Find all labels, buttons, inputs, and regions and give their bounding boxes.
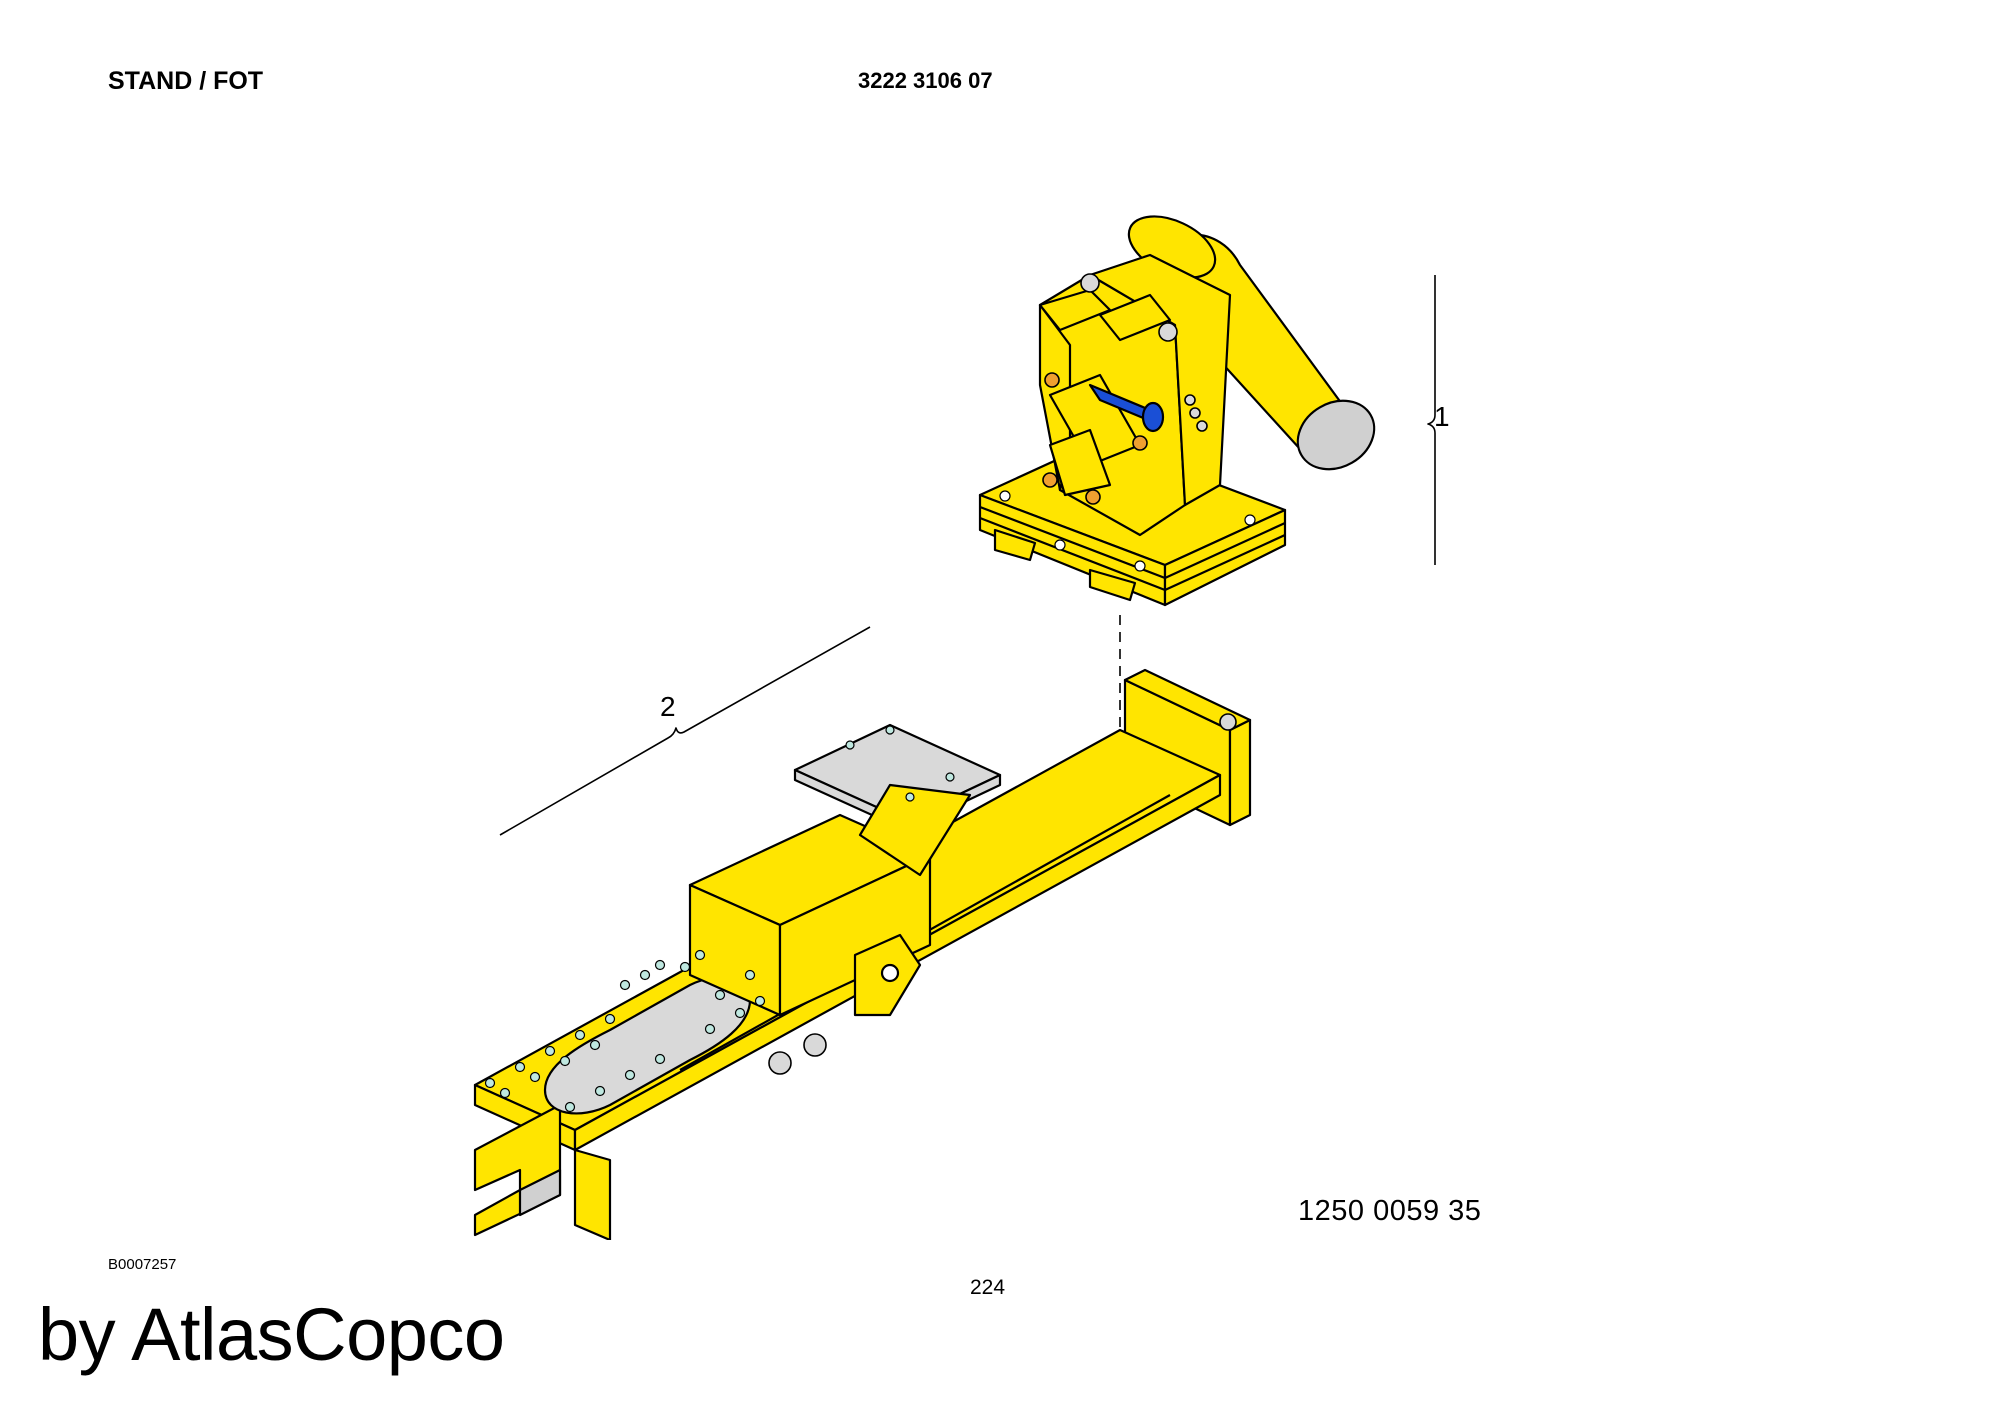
drawing-number: 1250 0059 35 — [1298, 1195, 1482, 1227]
document-id: B0007257 — [108, 1256, 177, 1273]
slide-beam — [473, 668, 1252, 1240]
part-number: 3222 3106 07 — [858, 68, 993, 93]
callout-1-bracket — [1427, 275, 1436, 565]
nut — [803, 1033, 827, 1057]
nut — [1219, 713, 1237, 731]
callout-2-bracket — [499, 626, 871, 836]
page-number: 224 — [970, 1276, 1006, 1299]
pin — [1042, 472, 1058, 488]
jaw-right — [1098, 293, 1172, 342]
pipe-outlet — [1296, 399, 1376, 471]
bolt — [1196, 420, 1208, 432]
bolt — [1158, 322, 1178, 342]
pin — [1044, 372, 1060, 388]
cradle-assembly — [978, 215, 1376, 607]
pin — [1085, 489, 1101, 505]
callout-leaders — [499, 275, 1436, 836]
bolt — [1189, 407, 1201, 419]
callout-1: 1 — [1434, 401, 1450, 432]
nut — [768, 1051, 792, 1075]
exploded-parts-drawing — [450, 185, 1540, 1240]
bolt — [1184, 394, 1196, 406]
bolt — [1080, 273, 1100, 293]
callout-2: 2 — [660, 691, 676, 722]
pin — [1132, 435, 1148, 451]
page-title: STAND / FOT — [108, 67, 264, 95]
brand-watermark: by AtlasCopco — [38, 1293, 505, 1376]
